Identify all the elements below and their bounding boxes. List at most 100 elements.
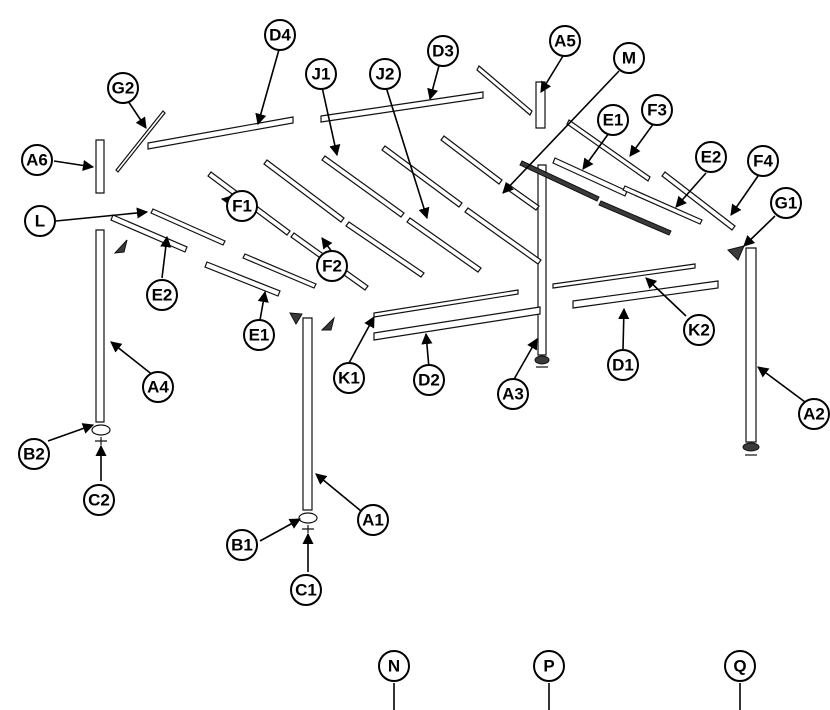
svg-text:D1: D1 [612,356,634,375]
svg-text:D2: D2 [418,371,440,390]
foot-a2 [742,442,760,452]
svg-text:C1: C1 [295,581,317,600]
svg-text:A5: A5 [554,32,576,51]
label-a5: A5 [549,25,581,57]
bar-l [150,208,226,246]
label-g2: G2 [107,72,139,104]
svg-text:N: N [388,657,400,676]
svg-text:A3: A3 [502,385,524,404]
label-k2: K2 [683,314,715,346]
svg-text:E2: E2 [152,286,173,305]
label-b2: B2 [18,438,50,470]
label-f3: F3 [641,94,673,126]
beam-k1 [373,289,519,318]
bracket-a1-right [320,316,335,331]
label-m: M [613,42,645,74]
pin-c1 [302,525,314,533]
post-a6 [95,139,105,194]
svg-text:K1: K1 [338,369,360,388]
svg-text:E2: E2 [701,148,722,167]
rafter-m-b [504,183,540,211]
bracket-a4 [113,239,128,254]
rafter-j1 [321,155,405,218]
svg-text:K2: K2 [688,321,710,340]
label-d2: D2 [413,364,445,396]
svg-text:F2: F2 [322,257,342,276]
beam-d4 [147,116,294,150]
post-a1 [302,317,313,511]
label-c2: C2 [83,484,115,516]
rafter-j2b [464,207,542,265]
label-f4: F4 [747,145,779,177]
label-a2: A2 [798,398,830,430]
rafter-f1b [263,159,345,223]
svg-text:A4: A4 [147,378,169,397]
beam-k2 [552,263,696,289]
label-j2: J2 [369,58,401,90]
label-q: Q [724,650,756,682]
svg-text:A2: A2 [803,405,825,424]
label-e2-left: E2 [146,279,178,311]
bracket-g1 [727,245,745,261]
svg-text:L: L [35,212,45,231]
brace-a5 [476,65,533,116]
svg-text:J1: J1 [312,65,331,84]
svg-text:E1: E1 [249,326,270,345]
bar-f3b [598,200,672,236]
svg-text:Q: Q [733,657,746,676]
svg-text:D4: D4 [269,26,291,45]
bar-e1-right [552,157,628,197]
label-a4: A4 [142,371,174,403]
label-g1: G1 [770,187,802,219]
part-labels: D4 D3 J1 J2 A5 M G2 A6 E1 F3 E2 F4 G1 L … [18,19,830,682]
svg-text:F1: F1 [232,197,252,216]
svg-text:G1: G1 [775,194,798,213]
rafter-j2 [381,145,463,208]
bar-e1-left-b [242,253,317,289]
label-d3: D3 [427,35,459,67]
bar-e2-right [622,185,703,225]
svg-text:E1: E1 [603,111,624,130]
label-f1: F1 [226,190,258,222]
svg-text:D3: D3 [432,42,454,61]
bar-f3-top [566,119,651,182]
label-f2: F2 [316,250,348,282]
label-d1: D1 [607,349,639,381]
rafter-m [440,135,503,185]
label-e1-right: E1 [597,104,629,136]
label-e1-left: E1 [243,319,275,351]
svg-text:M: M [622,49,636,68]
label-n: N [378,650,410,682]
pin-c2 [95,437,107,445]
post-a4 [95,229,105,423]
label-a3: A3 [497,378,529,410]
label-c1: C1 [290,574,322,606]
label-a6: A6 [21,144,53,176]
svg-text:A6: A6 [26,151,48,170]
label-a1: A1 [357,504,389,536]
bracket-a1-left [289,312,303,326]
bar-e1-left [204,261,281,297]
label-d4: D4 [264,19,296,51]
foot-a3 [534,355,550,365]
label-p: P [533,650,565,682]
bar-f3 [519,160,600,202]
svg-text:A1: A1 [362,511,384,530]
frame-parts [91,65,760,533]
svg-text:G2: G2 [112,79,135,98]
foot-b2 [91,424,111,436]
bar-f4 [661,171,736,231]
beam-d1 [572,280,719,309]
beam-d3 [320,91,484,123]
svg-text:J2: J2 [376,65,395,84]
label-b1: B1 [226,529,258,561]
label-e2-right: E2 [695,141,727,173]
foot-b1 [298,512,318,524]
rafter-j1b [406,217,482,273]
svg-text:C2: C2 [88,491,110,510]
svg-text:F4: F4 [753,152,773,171]
label-j1: J1 [305,58,337,90]
post-a2 [745,247,757,443]
svg-text:P: P [543,657,554,676]
